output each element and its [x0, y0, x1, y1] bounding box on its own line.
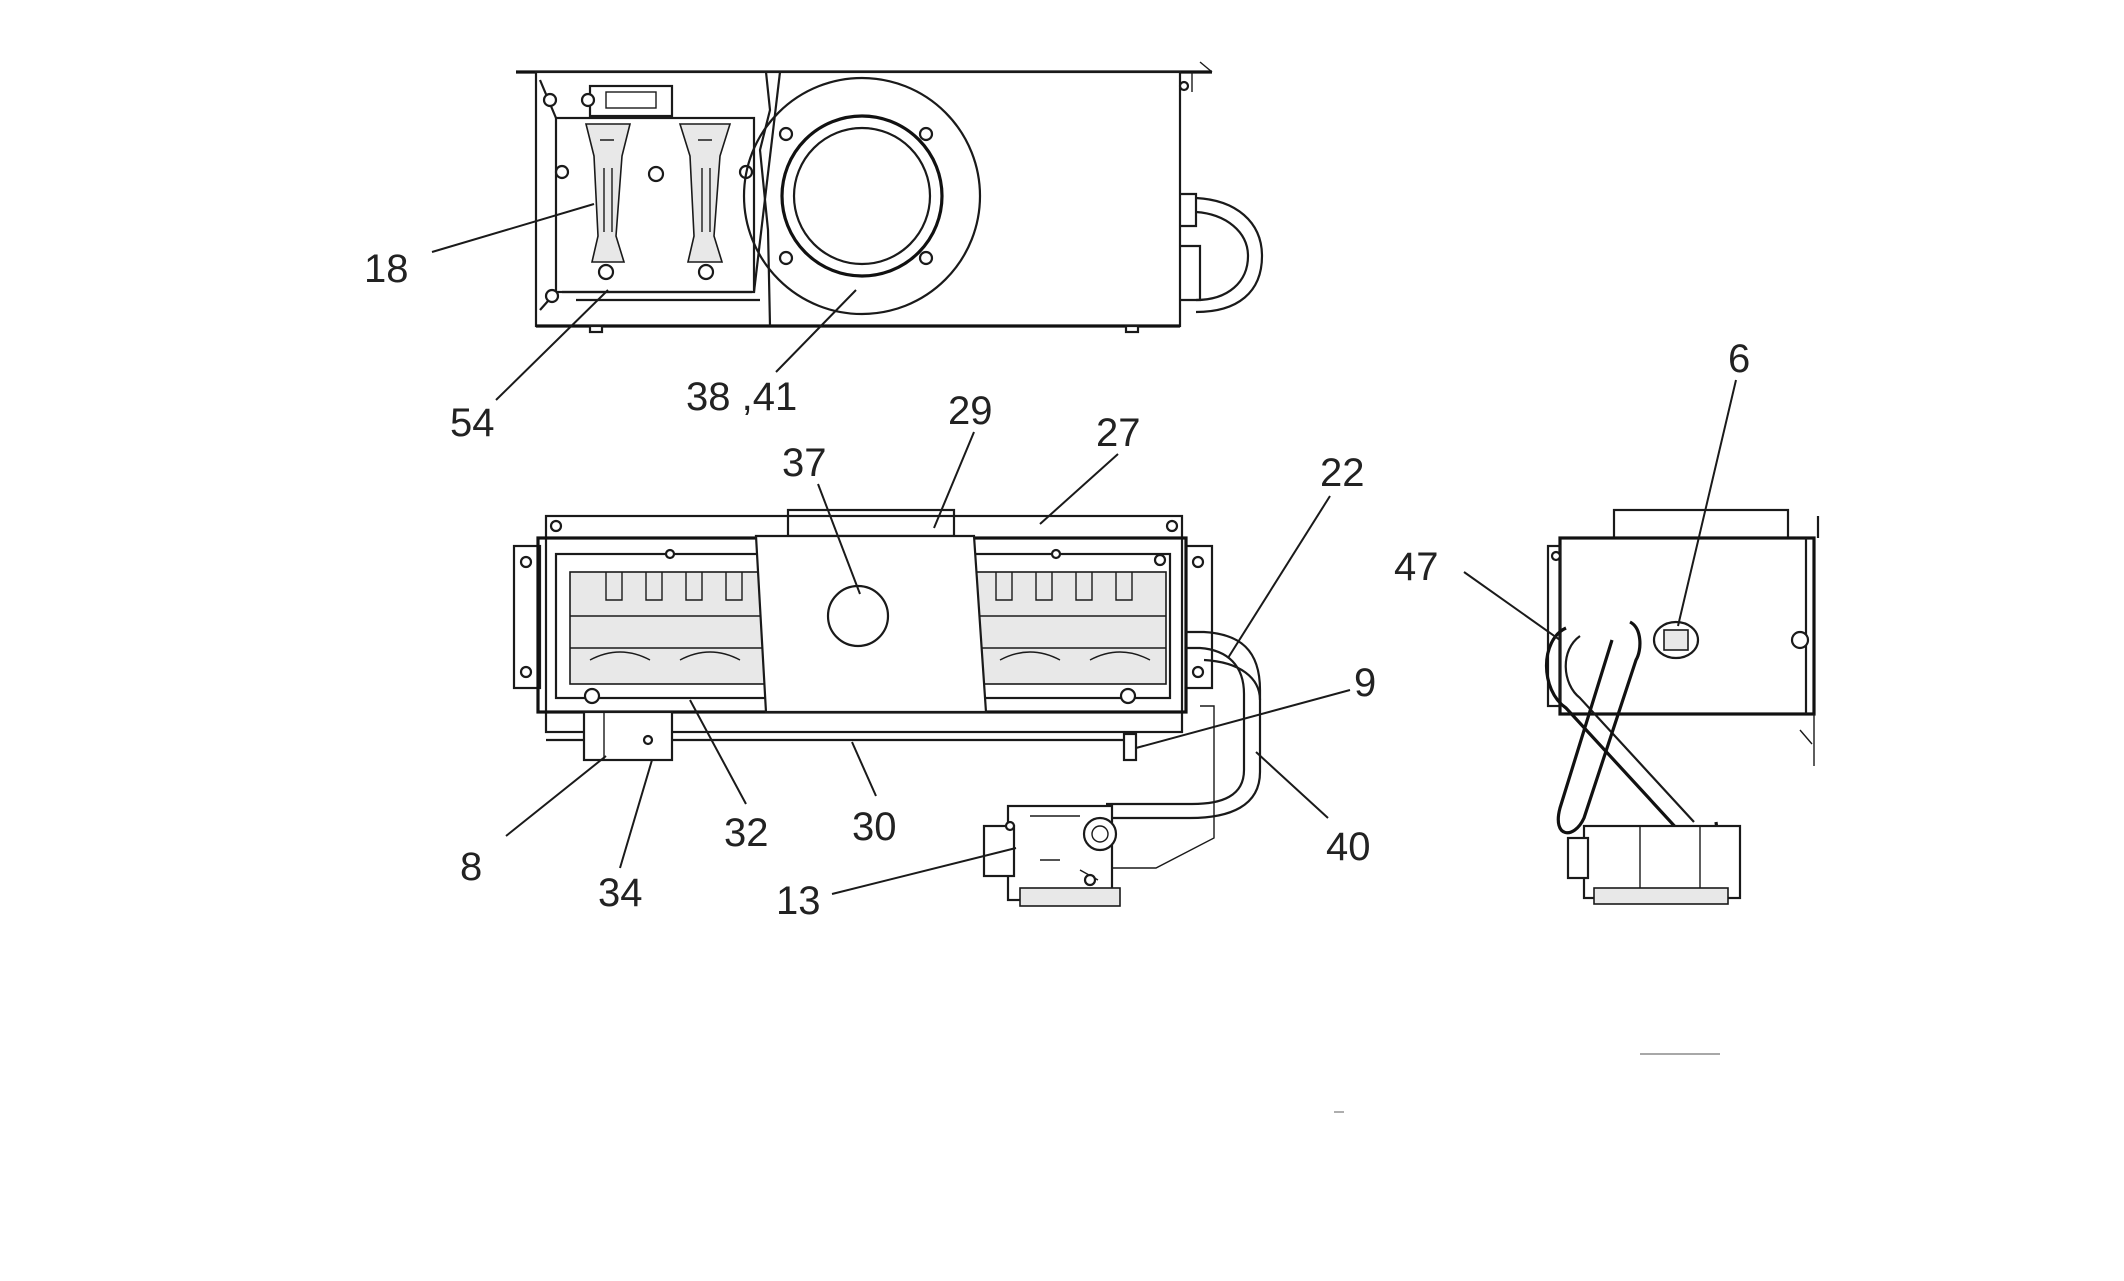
- label-37: 37: [782, 441, 827, 485]
- label-40: 40: [1326, 825, 1371, 869]
- side-view: [1545, 508, 1820, 905]
- label-8: 8: [460, 845, 482, 889]
- label-30: 30: [852, 805, 897, 849]
- middle-view-burner: [512, 508, 1262, 907]
- reference-numerals: 18 54 38 ,41 29 27 37 22 6 47 9 8 34 32 …: [364, 247, 1750, 923]
- label-9: 9: [1354, 661, 1376, 705]
- top-view-housing: [516, 61, 1264, 334]
- label-6: 6: [1728, 337, 1750, 381]
- label-29: 29: [948, 389, 993, 433]
- label-22: 22: [1320, 451, 1365, 495]
- burner-tubes-right: [975, 571, 1167, 685]
- gas-valve: [982, 804, 1121, 907]
- label-18: 18: [364, 247, 409, 291]
- leader-lines: [431, 203, 1737, 895]
- label-34: 34: [598, 871, 643, 915]
- label-38-41: 38 ,41: [686, 375, 797, 419]
- burner-tubes-left: [569, 571, 771, 685]
- label-27: 27: [1096, 411, 1141, 455]
- label-32: 32: [724, 811, 769, 855]
- label-47: 47: [1394, 545, 1439, 589]
- label-13: 13: [776, 879, 821, 923]
- label-54: 54: [450, 401, 495, 445]
